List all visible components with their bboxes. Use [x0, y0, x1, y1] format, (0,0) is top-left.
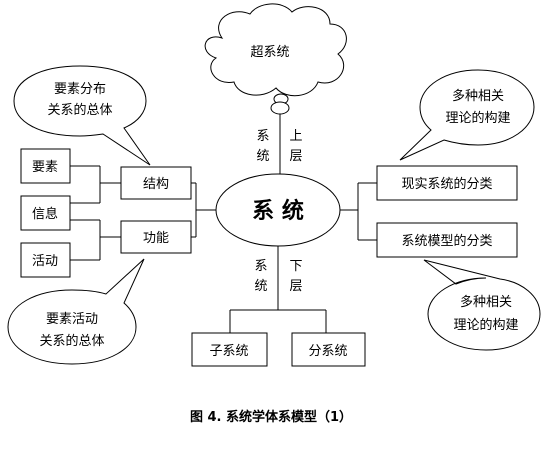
system-model-classification-box [376, 222, 518, 258]
left-top-bubble-line1: 要素分布 [54, 82, 106, 97]
left-bottom-bubble-line1: 要素活动 [46, 312, 98, 327]
element-label: 要素 [32, 160, 58, 175]
structure-box [120, 166, 192, 200]
right-top-bubble-line1: 多种相关 [452, 88, 504, 104]
information-label: 信息 [32, 206, 58, 222]
center-system-label: 系 统 [252, 198, 304, 224]
upper-label-2: 统 [256, 149, 269, 164]
function-label: 功能 [143, 231, 169, 246]
subsystem-label: 子系统 [209, 344, 248, 359]
right-bottom-bubble-line2: 理论的构建 [453, 317, 518, 333]
left-bottom-bubble: 要素活动 关系的总体 [7, 258, 145, 365]
system-model-classification-label: 系统模型的分类 [401, 233, 492, 249]
center-system-node: 系 统 [215, 173, 341, 247]
left-top-bubble-line2: 关系的总体 [47, 102, 112, 118]
branch-system-label: 分系统 [308, 344, 347, 359]
structure-label: 结构 [143, 177, 169, 192]
information-box [20, 195, 71, 231]
function-box [120, 220, 192, 254]
real-system-classification-label: 现实系统的分类 [401, 176, 492, 192]
right-bottom-bubble: 多种相关 理论的构建 [423, 259, 541, 351]
subsystem-box [191, 332, 268, 367]
right-top-bubble: 多种相关 理论的构建 [399, 69, 535, 161]
upper-label-4: 层 [289, 149, 302, 164]
activity-label: 活动 [32, 254, 58, 269]
lower-label-3: 下 [289, 259, 302, 274]
branch-system-box [291, 332, 366, 367]
figure-caption: 图 4. 系统学体系模型（1） [190, 409, 352, 425]
upper-label-3: 上 [289, 129, 302, 144]
lower-label-1: 系 [254, 259, 267, 274]
lower-label-2: 统 [254, 279, 267, 294]
lower-label-4: 层 [289, 279, 302, 294]
real-system-classification-box [376, 165, 518, 201]
right-bottom-bubble-line1: 多种相关 [460, 294, 512, 310]
left-top-bubble: 要素分布 关系的总体 [13, 65, 151, 166]
upper-label-1: 系 [256, 129, 269, 144]
activity-box [20, 242, 71, 278]
super-system-cloud: 超系统 [204, 3, 347, 115]
right-top-bubble-line2: 理论的构建 [445, 110, 510, 126]
element-box [20, 148, 71, 184]
super-system-label: 超系统 [250, 45, 289, 60]
left-bottom-bubble-line2: 关系的总体 [39, 333, 104, 349]
